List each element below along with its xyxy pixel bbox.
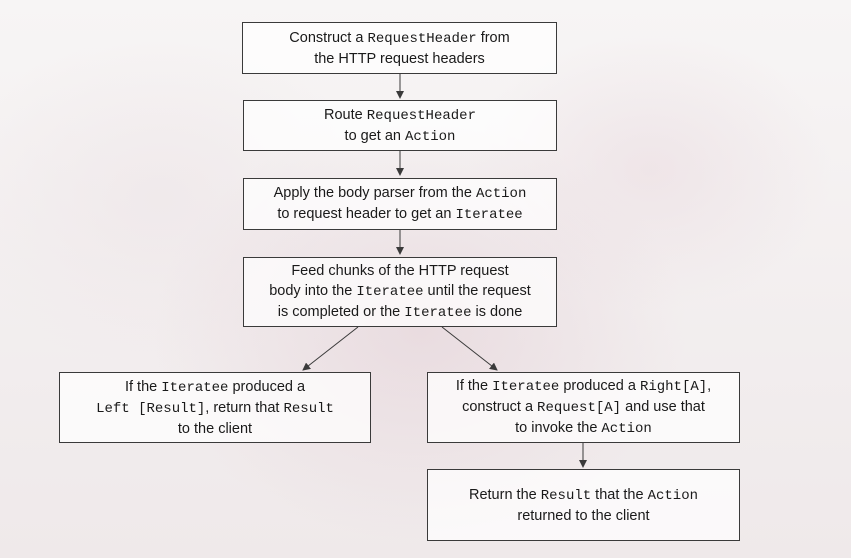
arrow-feed-to-left	[302, 326, 359, 371]
label-text: If the	[124, 378, 162, 395]
label-text: returned to the client	[517, 507, 650, 524]
code-text: Action	[405, 128, 456, 145]
arrow-feed-to-right	[441, 326, 498, 371]
label-text: to the client	[177, 420, 253, 437]
label-text: is completed or the	[277, 304, 405, 320]
label-text: Return the	[468, 486, 541, 503]
code-text: Iteratee	[492, 379, 560, 395]
label-text: that the	[591, 486, 648, 503]
box-line: to invoke the Action	[515, 418, 652, 439]
label-text: Feed chunks of the HTTP request	[291, 263, 509, 279]
box-line: Route RequestHeader	[324, 105, 476, 126]
code-text: Result	[540, 487, 592, 504]
label-text: produced a	[559, 378, 640, 394]
code-text: Left [Result]	[96, 400, 206, 417]
code-text: Iteratee	[455, 207, 523, 223]
box-line: returned to the client	[517, 506, 649, 526]
code-text: Action	[601, 421, 652, 437]
label-text: the HTTP request headers	[314, 50, 485, 67]
box-line: is completed or the Iteratee is done	[278, 302, 523, 323]
box-line: to get an Action	[345, 126, 456, 147]
label-text: produced a	[228, 378, 306, 395]
box-line: Left [Result], return that Result	[96, 398, 334, 419]
label-text: Apply the body parser from the	[273, 185, 476, 201]
box-line: to request header to get an Iteratee	[277, 204, 522, 225]
label-text: to request header to get an	[277, 206, 456, 222]
label-text: is done	[471, 304, 523, 320]
box-line: If the Iteratee produced a Right[A],	[456, 376, 711, 397]
code-text: RequestHeader	[367, 30, 477, 47]
label-text: body into the	[269, 283, 357, 299]
label-text: construct a	[462, 399, 538, 415]
code-text: Iteratee	[356, 284, 424, 300]
code-text: Result	[283, 400, 334, 417]
box-line: the HTTP request headers	[314, 49, 485, 69]
box-line: construct a Request[A] and use that	[462, 397, 705, 418]
label-text: ,	[707, 378, 712, 394]
box-line: If the Iteratee produced a	[125, 377, 305, 398]
box-line: Return the Result that the Action	[469, 485, 698, 506]
label-text: until the request	[423, 283, 531, 299]
label-text: If the	[455, 378, 493, 394]
code-text: RequestHeader	[366, 107, 476, 124]
code-text: Request[A]	[537, 400, 622, 416]
code-text: Iteratee	[161, 379, 229, 396]
box-line: Apply the body parser from the Action	[274, 183, 527, 204]
box-line: to the client	[178, 419, 252, 439]
box-line: Construct a RequestHeader from	[289, 28, 509, 49]
code-text: Action	[475, 186, 527, 202]
code-text: Right[A]	[639, 379, 708, 395]
label-text: to invoke the	[515, 420, 602, 436]
label-text: Route	[324, 106, 367, 123]
code-text: Iteratee	[404, 305, 472, 321]
label-text: and use that	[621, 399, 705, 415]
code-text: Action	[647, 487, 699, 504]
label-text: , return that	[205, 399, 284, 416]
label-text: from	[476, 29, 510, 46]
step-feed-chunks: Feed chunks of the HTTP request body into…	[243, 257, 557, 327]
box-line: Feed chunks of the HTTP request	[291, 261, 508, 281]
box-line: body into the Iteratee until the request	[269, 281, 531, 302]
label-text: Construct a	[289, 29, 368, 46]
step-right-request: If the Iteratee produced a Right[A],cons…	[427, 372, 740, 443]
label-text: to get an	[344, 127, 406, 144]
